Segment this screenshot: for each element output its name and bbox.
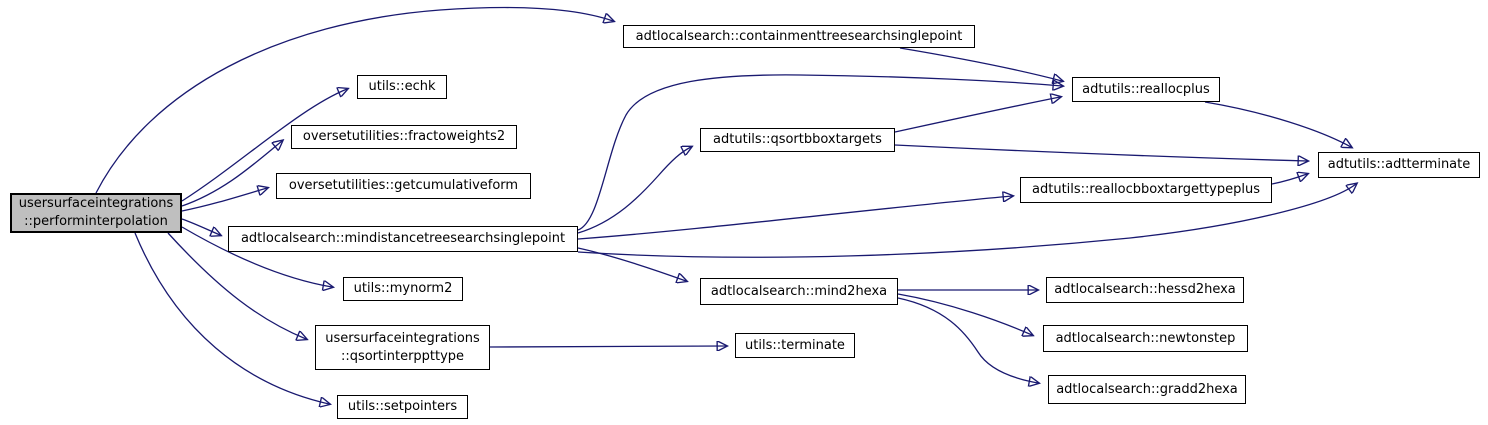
edge-perform-qsortinterppttype	[167, 232, 306, 339]
edge-perform-mindist	[181, 218, 220, 235]
node-gradd2hexa[interactable]: adtlocalsearch::gradd2hexa	[1048, 375, 1246, 404]
edge-perform-mynorm2	[181, 226, 332, 287]
node-hessd2hexa[interactable]: adtlocalsearch::hessd2hexa	[1046, 277, 1244, 303]
edge-mindist-qsortbboxtargets	[577, 147, 691, 234]
node-newtonstep[interactable]: adtlocalsearch::newtonstep	[1043, 325, 1248, 352]
node-qsortinterppttype[interactable]: usersurfaceintegrations ::qsortinterpptt…	[315, 325, 490, 370]
node-setpointers[interactable]: utils::setpointers	[337, 395, 468, 419]
edge-perform-setpointers	[134, 232, 329, 404]
node-terminate[interactable]: utils::terminate	[735, 333, 855, 358]
edge-qsortinterppttype-terminate	[489, 346, 726, 347]
node-echk[interactable]: utils::echk	[357, 75, 447, 99]
node-reallocplus[interactable]: adtutils::reallocplus	[1072, 77, 1220, 102]
node-adtterminate[interactable]: adtutils::adtterminate	[1318, 152, 1480, 178]
edge-perform-getcumulativeform	[181, 188, 267, 212]
edge-mind2hexa-newtonstep	[897, 293, 1032, 335]
node-containmenttreesearchsinglepoint[interactable]: adtlocalsearch::containmenttreesearchsin…	[623, 25, 975, 48]
edge-reallocbbox-adtterminate	[1271, 174, 1307, 185]
edge-containment-reallocplus	[899, 47, 1062, 81]
edge-qsortbboxtargets-adtterminate	[894, 144, 1307, 161]
edge-mindist-reallocplus	[577, 74, 1062, 231]
edge-mindist-reallocbbox	[577, 196, 1012, 240]
edge-perform-fractoweights2	[181, 141, 282, 207]
node-mindistancetreesearchsinglepoint[interactable]: adtlocalsearch::mindistancetreesearchsin…	[228, 226, 578, 252]
node-reallocbboxtargettypeplus[interactable]: adtutils::reallocbboxtargettypeplus	[1020, 177, 1272, 203]
edge-reallocplus-adtterminate	[1204, 101, 1351, 147]
node-fractoweights2[interactable]: oversetutilities::fractoweights2	[291, 125, 517, 149]
edge-qsortbboxtargets-reallocplus	[894, 97, 1060, 133]
node-getcumulativeform[interactable]: oversetutilities::getcumulativeform	[276, 173, 531, 199]
edge-mindist-mind2hexa	[577, 247, 686, 281]
edge-perform-containment	[95, 6, 613, 194]
node-performinterpolation[interactable]: usersurfaceintegrations ::performinterpo…	[10, 193, 182, 233]
edge-mindist-adtterminate	[577, 184, 1356, 258]
edge-perform-echk	[181, 89, 347, 202]
node-qsortbboxtargets[interactable]: adtutils::qsortbboxtargets	[700, 128, 895, 152]
edge-mind2hexa-gradd2hexa	[897, 297, 1038, 383]
node-mynorm2[interactable]: utils::mynorm2	[343, 277, 463, 301]
node-mind2hexa[interactable]: adtlocalsearch::mind2hexa	[700, 278, 898, 305]
